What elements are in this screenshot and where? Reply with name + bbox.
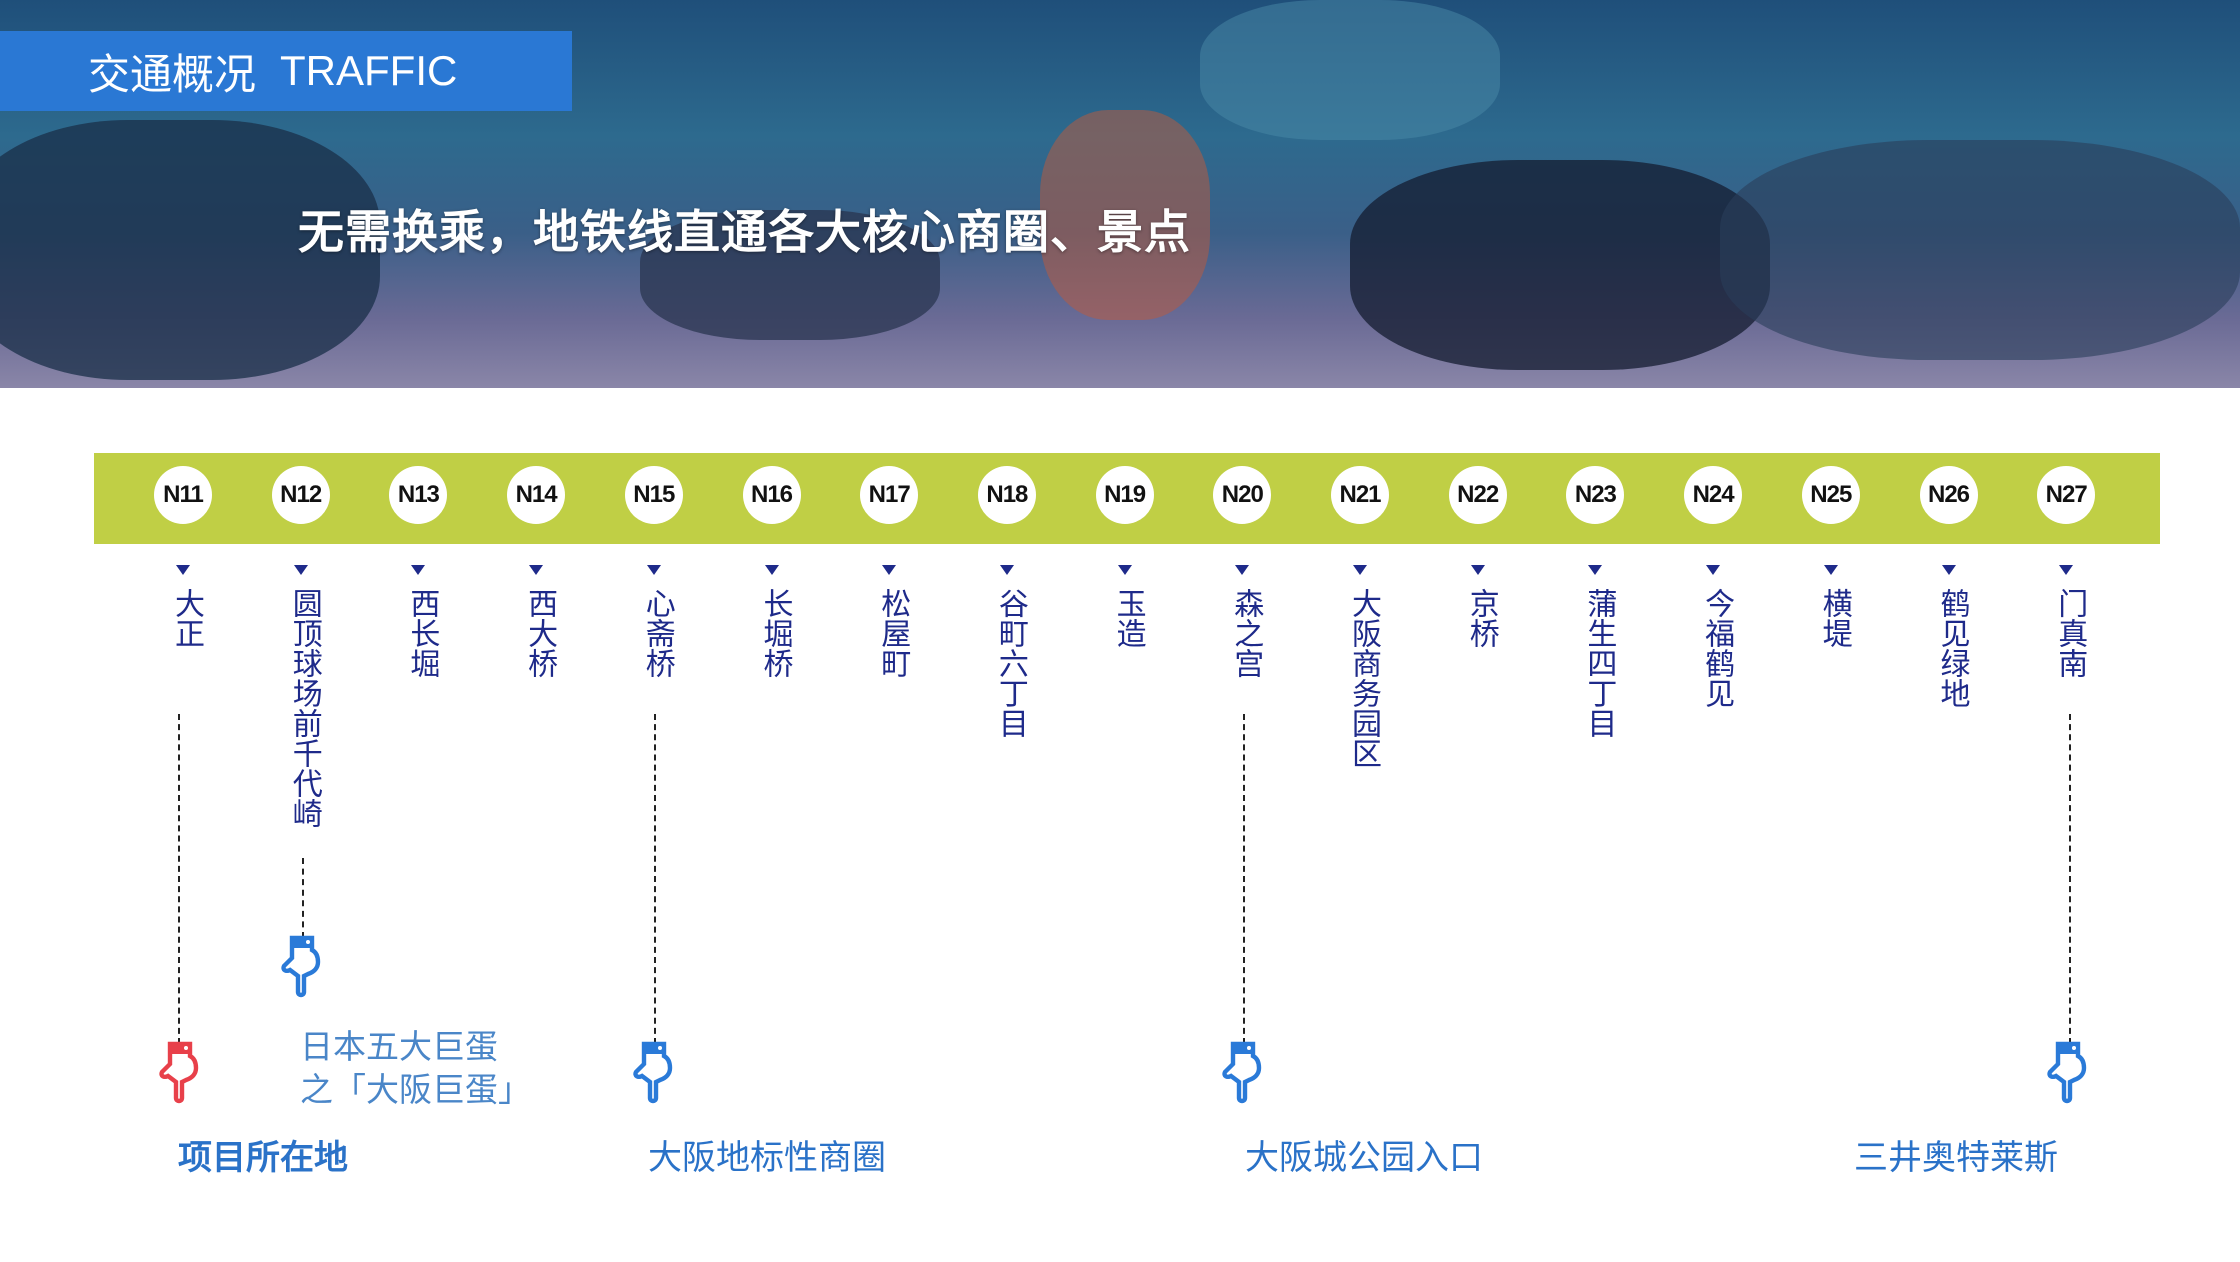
station-badge-n23: N23 — [1566, 466, 1625, 524]
triangle-marker-icon — [1117, 565, 1132, 575]
dashed-connector — [302, 858, 304, 938]
station-badge-n17: N17 — [860, 466, 919, 524]
subtitle: 无需换乘，地铁线直通各大核心商圈、景点 — [298, 206, 1191, 258]
station-name: 玉造 — [1111, 588, 1145, 648]
header-banner-photo — [0, 0, 2240, 388]
pointing-hand-icon-project — [159, 1041, 199, 1104]
pointing-hand-icon — [281, 935, 321, 998]
title-cn: 交通概况 — [88, 50, 257, 98]
dashed-connector — [1243, 714, 1245, 1044]
station-name: 长堀桥 — [758, 588, 792, 678]
triangle-marker-icon — [764, 565, 779, 575]
dashed-connector — [178, 714, 180, 1044]
triangle-marker-icon — [1941, 565, 1956, 575]
station-badge-n22: N22 — [1448, 466, 1507, 524]
section-title: 交通概况 TRAFFIC — [0, 31, 572, 111]
station-badge-n14: N14 — [507, 466, 566, 524]
station-name: 大阪商务园区 — [1347, 588, 1380, 768]
dashed-connector — [654, 714, 656, 1044]
station-badge-n18: N18 — [977, 466, 1036, 524]
triangle-marker-icon — [882, 565, 897, 575]
triangle-marker-icon — [176, 565, 190, 575]
station-badge-n13: N13 — [389, 466, 448, 524]
station-badge-n20: N20 — [1213, 466, 1272, 524]
station-badge-n12: N12 — [271, 466, 330, 524]
station-name: 圆顶球场前千代崎 — [287, 588, 321, 828]
station-name: 京桥 — [1464, 588, 1498, 648]
station-badge-n15: N15 — [624, 466, 683, 524]
station-name: 横堤 — [1817, 588, 1851, 648]
station-name: 心斋桥 — [640, 588, 674, 678]
triangle-marker-icon — [1470, 565, 1485, 575]
dome-callout: 日本五大巨蛋 之「大阪巨蛋」 — [300, 1025, 531, 1111]
triangle-marker-icon — [1706, 565, 1721, 575]
station-name: 西大桥 — [523, 588, 557, 678]
station-name: 谷町六丁目 — [993, 588, 1027, 738]
pointing-hand-icon — [1222, 1041, 1262, 1104]
pointing-hand-icon — [2047, 1041, 2087, 1104]
station-badge-n24: N24 — [1684, 466, 1743, 524]
outlet-label: 三井奥特莱斯 — [1854, 1139, 2058, 1177]
station-name: 鹤见绿地 — [1935, 588, 1969, 708]
title-en: TRAFFIC — [280, 47, 458, 94]
station-name: 今福鹤见 — [1700, 588, 1734, 708]
pointing-hand-icon — [633, 1041, 673, 1104]
triangle-marker-icon — [1823, 565, 1838, 575]
station-name: 森之宫 — [1229, 588, 1263, 678]
station-badge-n19: N19 — [1095, 466, 1154, 524]
station-badge-n11: N11 — [154, 466, 212, 524]
dome-callout-line2: 之「大阪巨蛋」 — [300, 1071, 531, 1108]
dome-callout-line1: 日本五大巨蛋 — [300, 1028, 498, 1065]
station-badge-n26: N26 — [1919, 466, 1978, 524]
triangle-marker-icon — [529, 565, 544, 575]
station-name: 大正 — [170, 588, 203, 648]
station-name: 门真南 — [2053, 588, 2087, 678]
station-badge-n16: N16 — [742, 466, 801, 524]
triangle-marker-icon — [293, 565, 308, 575]
triangle-marker-icon — [1353, 565, 1367, 575]
project-location-label: 项目所在地 — [178, 1139, 348, 1177]
triangle-marker-icon — [646, 565, 661, 575]
triangle-marker-icon — [1588, 565, 1603, 575]
station-badge-n25: N25 — [1801, 466, 1860, 524]
shinsaibashi-label: 大阪地标性商圈 — [648, 1139, 886, 1177]
station-name: 西长堀 — [405, 588, 439, 678]
castle-park-label: 大阪城公园入口 — [1245, 1139, 1483, 1177]
triangle-marker-icon — [999, 565, 1014, 575]
triangle-marker-icon — [1235, 565, 1250, 575]
station-name: 蒲生四丁目 — [1582, 588, 1616, 738]
station-badge-n21: N21 — [1331, 466, 1389, 524]
triangle-marker-icon — [411, 565, 426, 575]
dashed-connector — [2069, 714, 2071, 1044]
triangle-marker-icon — [2059, 565, 2074, 575]
station-badge-n27: N27 — [2037, 466, 2096, 524]
station-name: 松屋町 — [876, 588, 910, 678]
